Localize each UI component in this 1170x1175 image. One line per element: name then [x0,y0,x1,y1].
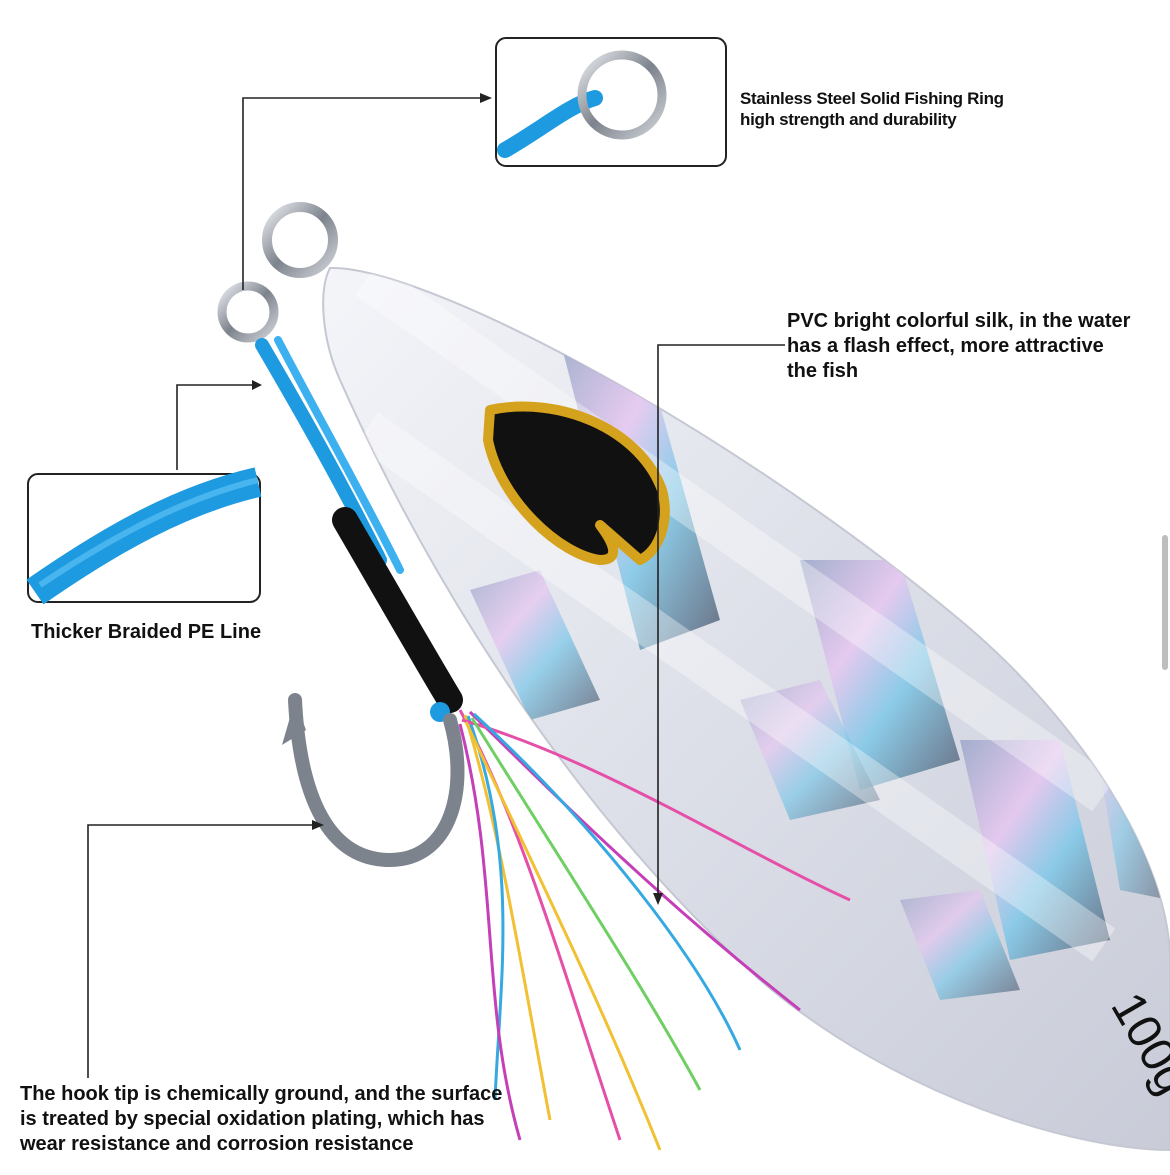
ring-callout-line: high strength and durability [740,110,957,130]
braided-assist-line [255,336,463,722]
hook-callout-line: wear resistance and corrosion resistance [20,1133,414,1155]
braided-line-callout-line: Thicker Braided PE Line [31,621,262,643]
braid-detail-box [26,467,262,605]
lure-eye [483,401,670,565]
ring-callout-text: Stainless Steel Solid Fishing Ring high … [740,88,1004,131]
hook-callout-line: The hook tip is chemically ground, and t… [20,1083,503,1105]
hook-callout-text: The hook tip is chemically ground, and t… [20,1082,502,1157]
silk-callout-line: the fish [787,360,859,382]
braided-line-callout-text: Thicker Braided PE Line [31,620,261,645]
ring-callout-line: Stainless Steel Solid Fishing Ring [740,89,1004,108]
ring-detail-box [495,37,727,167]
scrollbar[interactable] [1162,535,1168,670]
tinsel-skirt [458,709,851,1151]
silk-callout-line: PVC bright colorful silk, in the water [787,310,1131,332]
hook [282,693,465,868]
silk-callout-line: has a flash effect, more attractive [787,335,1104,357]
silk-callout-text: PVC bright colorful silk, in the water h… [787,309,1130,384]
split-ring [217,202,338,343]
hook-callout-line: is treated by special oxidation plating,… [20,1108,485,1130]
leader-lines [87,93,785,1078]
